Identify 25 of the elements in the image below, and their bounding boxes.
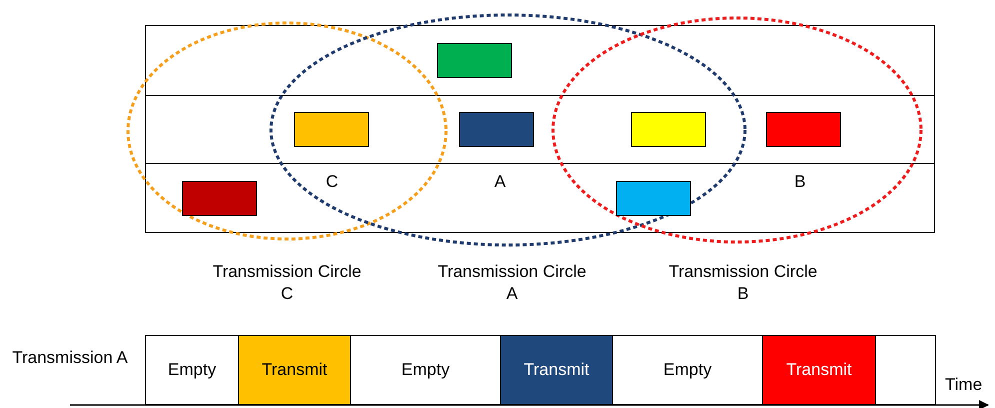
timeslot-cell: Empty xyxy=(612,335,763,405)
row-label: Transmission A xyxy=(11,347,129,369)
vehicle-letter: C xyxy=(324,173,340,190)
vehicle-block xyxy=(766,112,841,147)
timeslot-cell: Empty xyxy=(350,335,501,405)
circle-label: Transmission Circle B xyxy=(668,261,818,305)
vehicle-block xyxy=(459,112,534,147)
vehicle-block xyxy=(437,43,512,78)
timeslot-cell: Empty xyxy=(145,335,239,405)
vehicle-block xyxy=(616,181,691,216)
vehicle-block xyxy=(182,181,257,216)
vehicle-letter: A xyxy=(493,173,507,190)
transmission-range-ellipse xyxy=(269,13,747,247)
timeslot-cell: Transmit xyxy=(500,335,613,405)
vehicle-block xyxy=(294,112,369,147)
vehicle-block xyxy=(631,112,706,147)
circle-label: Transmission Circle C xyxy=(212,261,362,305)
axis-label: Time xyxy=(945,376,982,393)
timeslot-cell: Transmit xyxy=(762,335,876,405)
transmission-range-ellipse xyxy=(126,21,448,241)
vehicle-letter: B xyxy=(793,173,807,190)
empty-timeslot xyxy=(875,335,936,405)
timeslot-cell: Transmit xyxy=(238,335,351,405)
transmission-range-ellipse xyxy=(551,16,923,244)
circle-label: Transmission Circle A xyxy=(437,261,587,305)
